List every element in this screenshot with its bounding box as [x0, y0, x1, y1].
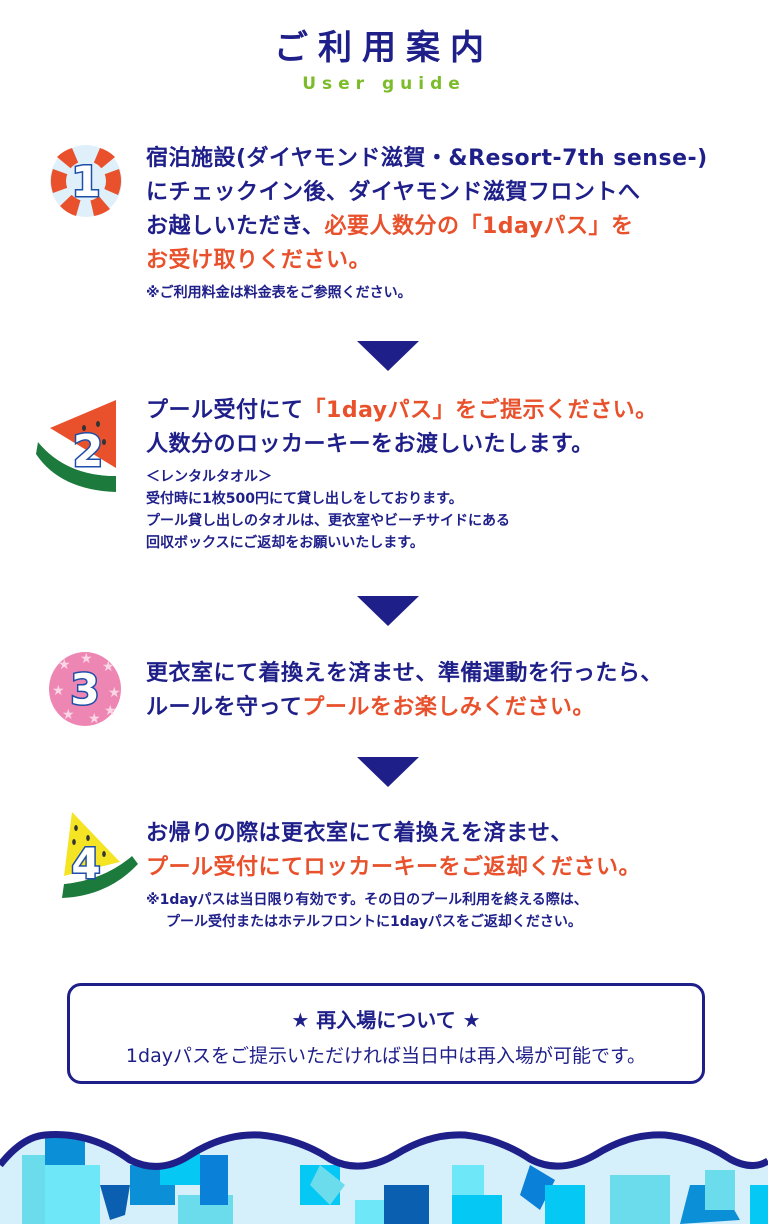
down-arrow-icon	[357, 757, 419, 787]
down-arrow-icon	[357, 341, 419, 371]
step-1-line-1: 宿泊施設(ダイヤモンド滋賀・&Resort-7th sense-)	[146, 146, 708, 171]
svg-text:★: ★	[102, 659, 115, 675]
step-4-line-2-highlight: プール受付にてロッカーキーをご返却ください。	[146, 855, 642, 880]
rental-towel-note-3: 回収ボックスにご返却をお願いいたします。	[146, 535, 424, 551]
step-4-note-1: ※1dayパスは当日限り有効です。その日のプール利用を終える際は、	[146, 892, 588, 908]
svg-text:★: ★	[58, 657, 71, 673]
svg-text:★: ★	[88, 711, 101, 727]
reentry-heading: ★ 再入場について ★	[291, 1008, 481, 1032]
svg-text:3: 3	[70, 665, 99, 714]
watermelon-red-icon: 2	[36, 400, 116, 492]
step-1-line-3a: お越しいただき、	[146, 214, 325, 239]
lifebuoy-icon: 1	[50, 145, 122, 217]
step-1-line-3b-highlight: 必要人数分の「1dayパス」を	[324, 214, 634, 239]
rental-towel-note-1: 受付時に1枚500円にて貸し出しをしております。	[146, 491, 463, 507]
svg-text:★: ★	[80, 651, 93, 667]
step-1-line-4-highlight: お受け取りください。	[146, 248, 372, 273]
page-subtitle: User guide	[302, 74, 466, 94]
page-title: ご利用案内	[274, 28, 494, 68]
down-arrow-icon	[357, 596, 419, 626]
step-2-line-2: 人数分のロッカーキーをお渡しいたします。	[146, 432, 594, 457]
step-4-line-1: お帰りの際は更衣室にて着換えを済ませ、	[146, 821, 573, 846]
svg-text:★: ★	[104, 703, 117, 719]
svg-text:★: ★	[62, 707, 75, 723]
svg-text:1: 1	[71, 157, 100, 206]
step-2-line-1a: プール受付にて	[146, 398, 304, 423]
watermelon-yellow-icon: 4	[62, 812, 138, 898]
step-4-note-2: プール受付またはホテルフロントに1dayパスをご返却ください。	[166, 914, 582, 930]
reentry-body: 1dayパスをご提示いただければ当日中は再入場が可能です。	[125, 1045, 647, 1067]
rental-towel-note-2: プール貸し出しのタオルは、更衣室やビーチサイドにある	[146, 513, 510, 529]
pink-star-circle-icon: ★★★ ★★ ★★★ 3	[49, 651, 121, 727]
reentry-info-box: ★ 再入場について ★ 1dayパスをご提示いただければ当日中は再入場が可能です…	[67, 983, 705, 1084]
svg-text:★: ★	[108, 685, 121, 701]
svg-text:★: ★	[52, 683, 65, 699]
step-3-line-2b-highlight: プールをお楽しみください。	[302, 695, 595, 720]
step-2-line-1b-highlight: 「1dayパス」をご提示ください。	[303, 398, 658, 423]
svg-text:2: 2	[73, 426, 104, 477]
step-3-line-1: 更衣室にて着換えを済ませ、準備運動を行ったら、	[146, 661, 663, 686]
rental-towel-heading: ＜レンタルタオル＞	[146, 469, 272, 485]
svg-text:4: 4	[71, 839, 100, 888]
pool-water-wave-decoration	[0, 1131, 768, 1224]
step-3-line-2a: ルールを守って	[146, 695, 303, 720]
step-1-line-2: にチェックイン後、ダイヤモンド滋賀フロントへ	[146, 180, 641, 205]
step-1-note: ※ご利用料金は料金表をご参照ください。	[146, 285, 412, 301]
